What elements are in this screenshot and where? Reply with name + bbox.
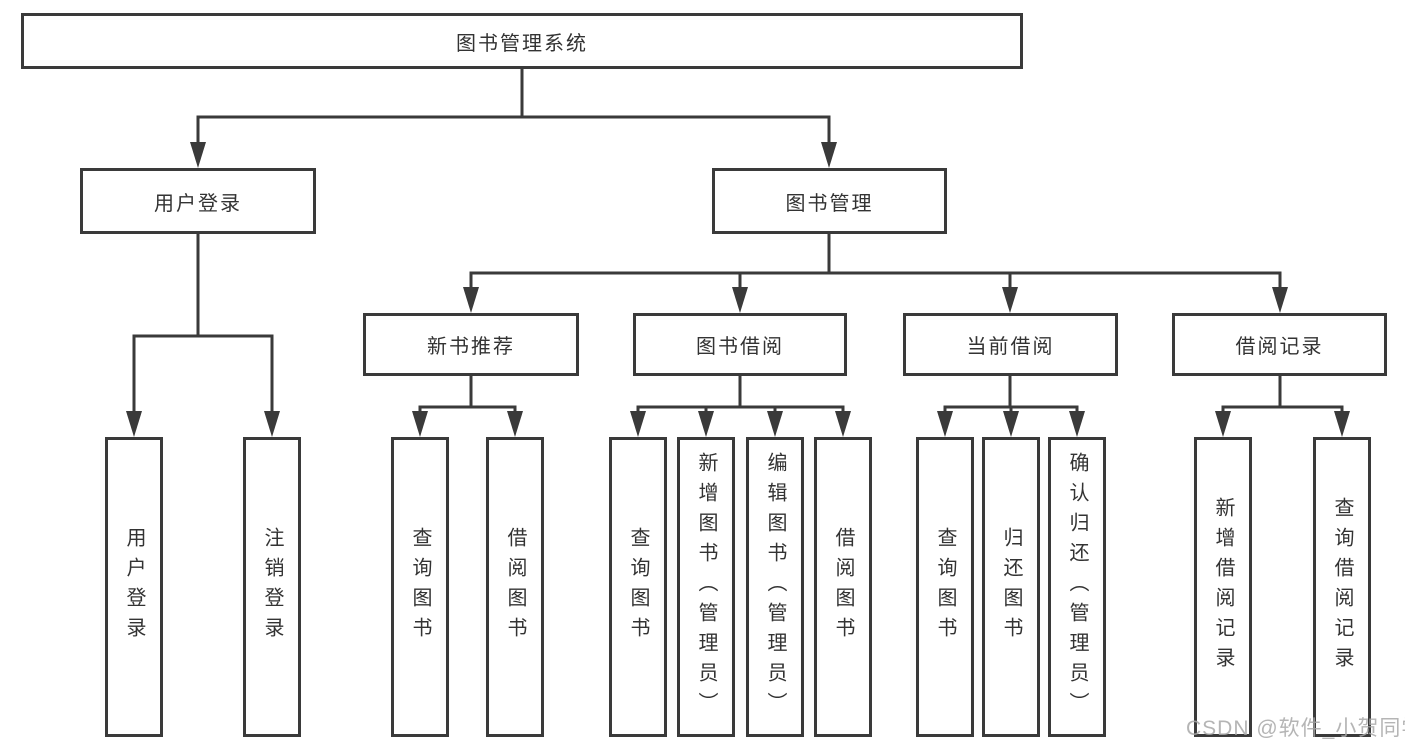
- node-rec-query-books: 查询图书: [391, 437, 449, 737]
- node-label: 图书管理系统: [456, 32, 588, 55]
- node-current-query-books: 查询图书: [916, 437, 974, 737]
- node-current-borrowing: 当前借阅: [903, 313, 1118, 376]
- arrowhead: [767, 411, 783, 437]
- connector-book-mgmt-children: [463, 234, 1288, 313]
- arrowhead: [821, 142, 837, 168]
- arrowhead: [1272, 287, 1288, 313]
- node-label: 借阅图书: [504, 527, 526, 647]
- node-label: 用户登录: [154, 192, 242, 215]
- arrowhead: [1334, 411, 1350, 437]
- node-confirm-return-admin: 确认归还（管理员）: [1048, 437, 1106, 737]
- arrowhead: [937, 411, 953, 437]
- node-label: 查询借阅记录: [1331, 497, 1353, 677]
- node-book-borrowing: 图书借阅: [633, 313, 847, 376]
- node-add-borrow-record: 新增借阅记录: [1194, 437, 1252, 737]
- connector-root-to-level2: [190, 68, 837, 168]
- node-book-management: 图书管理: [712, 168, 947, 234]
- node-label: 新增图书（管理员）: [695, 452, 717, 722]
- arrowhead: [190, 142, 206, 168]
- arrowhead: [1215, 411, 1231, 437]
- arrowhead: [698, 411, 714, 437]
- arrowhead: [264, 411, 280, 437]
- node-label: 当前借阅: [966, 336, 1055, 358]
- node-return-books: 归还图书: [982, 437, 1040, 737]
- node-label: 借阅记录: [1235, 336, 1324, 358]
- node-label: 编辑图书（管理员）: [764, 452, 786, 722]
- connector-borrow-records-children: [1215, 376, 1350, 437]
- csdn-watermark: CSDN @软件_小贺同学: [1186, 717, 1405, 740]
- node-label: 新书推荐: [427, 336, 515, 358]
- node-label: 归还图书: [1000, 527, 1022, 647]
- node-label: 借阅图书: [832, 527, 854, 647]
- arrowhead: [463, 287, 479, 313]
- connector-user-login-children: [126, 234, 280, 437]
- node-library-system: 图书管理系统: [21, 13, 1023, 69]
- arrowhead: [630, 411, 646, 437]
- arrowhead: [507, 411, 523, 437]
- arrowhead: [1069, 411, 1085, 437]
- node-label: 用户登录: [123, 527, 145, 647]
- node-label: 确认归还（管理员）: [1066, 452, 1088, 722]
- node-rec-borrow-books: 借阅图书: [486, 437, 544, 737]
- arrowhead: [1002, 287, 1018, 313]
- connector-new-book-rec-children: [412, 376, 523, 437]
- arrowhead: [835, 411, 851, 437]
- node-add-book-admin: 新增图书（管理员）: [677, 437, 735, 737]
- node-borrow-books: 借阅图书: [814, 437, 872, 737]
- node-label: 图书管理: [785, 192, 874, 215]
- node-query-borrow-record: 查询借阅记录: [1313, 437, 1371, 737]
- arrowhead: [412, 411, 428, 437]
- node-label: 查询图书: [409, 527, 431, 647]
- node-label: 查询图书: [934, 527, 956, 647]
- node-borrow-query-books: 查询图书: [609, 437, 667, 737]
- node-logout: 注销登录: [243, 437, 301, 737]
- node-label: 查询图书: [627, 527, 649, 647]
- node-edit-book-admin: 编辑图书（管理员）: [746, 437, 804, 737]
- node-label: 注销登录: [261, 527, 283, 647]
- arrowhead: [126, 411, 142, 437]
- node-user-login-module: 用户登录: [80, 168, 316, 234]
- arrowhead: [1003, 411, 1019, 437]
- arrowhead: [732, 287, 748, 313]
- node-new-book-recommend: 新书推荐: [363, 313, 579, 376]
- node-borrow-records: 借阅记录: [1172, 313, 1387, 376]
- connector-book-borrow-children: [630, 376, 851, 437]
- node-label: 图书借阅: [696, 336, 784, 358]
- connector-current-borrow-children: [937, 376, 1085, 437]
- node-user-login: 用户登录: [105, 437, 163, 737]
- node-label: 新增借阅记录: [1212, 497, 1234, 677]
